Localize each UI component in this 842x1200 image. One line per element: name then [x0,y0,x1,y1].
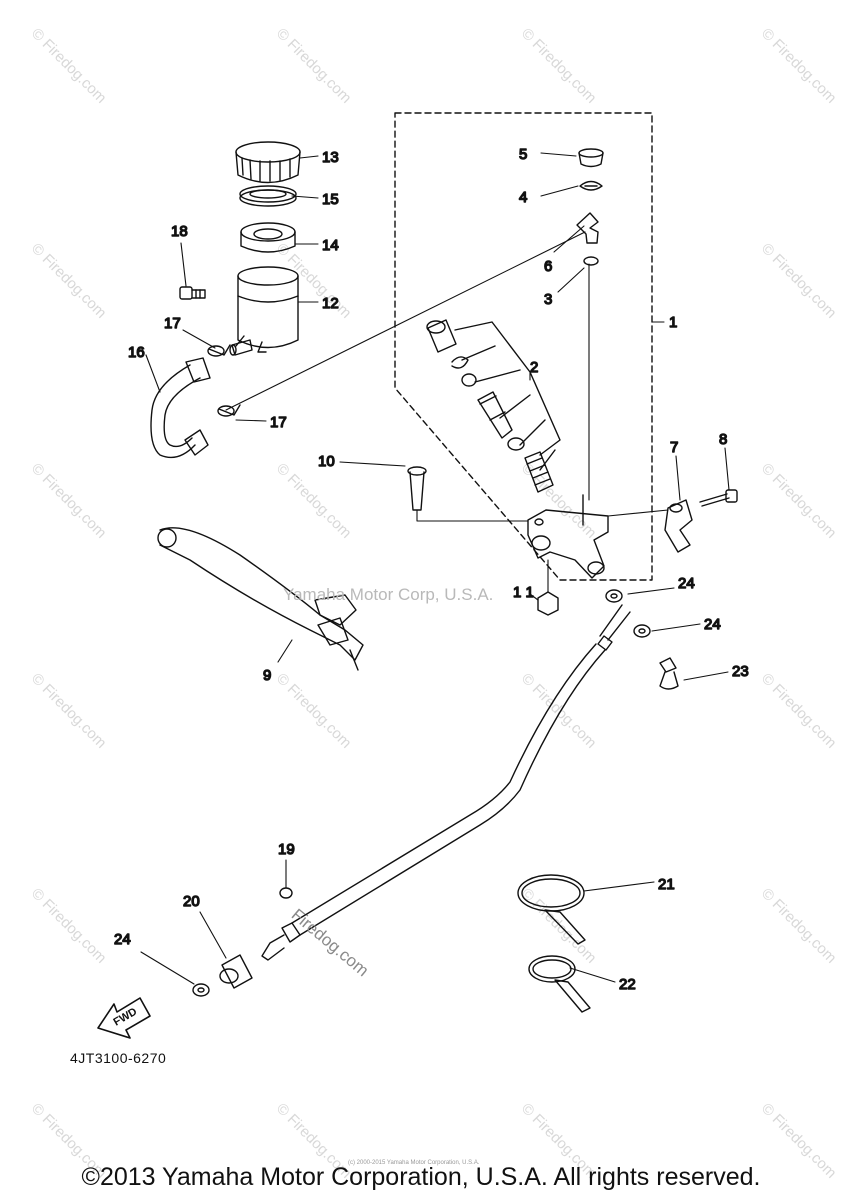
hose-clip-lower [217,404,241,417]
callout-11: 1 1 [513,584,534,601]
bolt-8 [699,489,738,507]
hose-joint-6 [576,212,599,244]
callout-23: 23 [732,663,749,680]
circlip-4 [579,180,603,191]
union-bolt-23 [659,657,679,690]
o-ring-3 [583,256,599,266]
cable-tie-21 [517,874,586,945]
callout-14: 14 [322,237,339,254]
leader-lines [140,152,730,985]
o-ring-19 [279,887,293,899]
clutch-pipe [261,604,631,961]
callout-10: 10 [318,453,335,470]
callout-19: 19 [278,841,295,858]
callout-9: 9 [263,667,271,684]
holder-7 [664,499,693,553]
master-cylinder-body [527,494,609,579]
diaphragm-plate [239,185,297,207]
callout-12: 12 [322,295,339,312]
adapter-20 [219,954,253,989]
hose-clip-upper [207,344,231,357]
callout-16: 16 [128,344,145,361]
callout-labels: 13 15 14 12 18 17 16 17 5 4 6 3 1 2 10 7… [113,145,749,993]
callout-4: 4 [519,189,527,206]
callout-22: 22 [619,976,636,993]
tiny-notice: (c) 2000-2015 Yamaha Motor Corporation, … [348,1160,480,1166]
callout-21: 21 [658,876,675,893]
washer-upper [605,589,623,603]
callout-15: 15 [322,191,339,208]
callout-17-upper: 17 [164,315,181,332]
callout-24-middle: 24 [704,616,721,633]
callout-13: 13 [322,149,339,166]
reservoir-tank [235,266,299,353]
washer-lower [192,983,210,997]
callout-18: 18 [171,223,188,240]
callout-1: 1 [669,314,677,331]
cable-tie-22 [528,955,591,1013]
callout-24-lower: 24 [114,931,131,948]
callout-7: 7 [670,439,678,456]
forward-arrow: FWD [97,997,151,1039]
pivot-bolt-10 [407,466,427,511]
callout-17-lower: 17 [270,414,287,431]
reservoir-hose [150,357,211,459]
corp-watermark: Yamaha Motor Corp, U.S.A. [283,585,494,604]
clutch-lever [157,527,364,671]
cap-5 [578,148,604,168]
callout-8: 8 [719,431,727,448]
copyright-notice: ©2013 Yamaha Motor Corporation, U.S.A. A… [81,1163,761,1191]
diagram-code: 4JT3100-6270 [70,1050,167,1066]
callout-3: 3 [544,291,552,308]
reservoir-nipple [229,339,253,356]
washer-middle [633,624,651,638]
assembly-boundary [394,112,653,581]
piston-kit [426,319,554,493]
callout-5: 5 [519,146,527,163]
diaphragm [240,222,296,253]
callout-6: 6 [544,258,552,275]
kit-bracket [454,321,561,471]
callout-24-upper: 24 [678,575,695,592]
nut-11 [537,591,559,616]
callout-20: 20 [183,893,200,910]
callout-2: 2 [530,359,538,376]
reservoir-cap [235,141,301,184]
screw-18 [179,286,206,300]
